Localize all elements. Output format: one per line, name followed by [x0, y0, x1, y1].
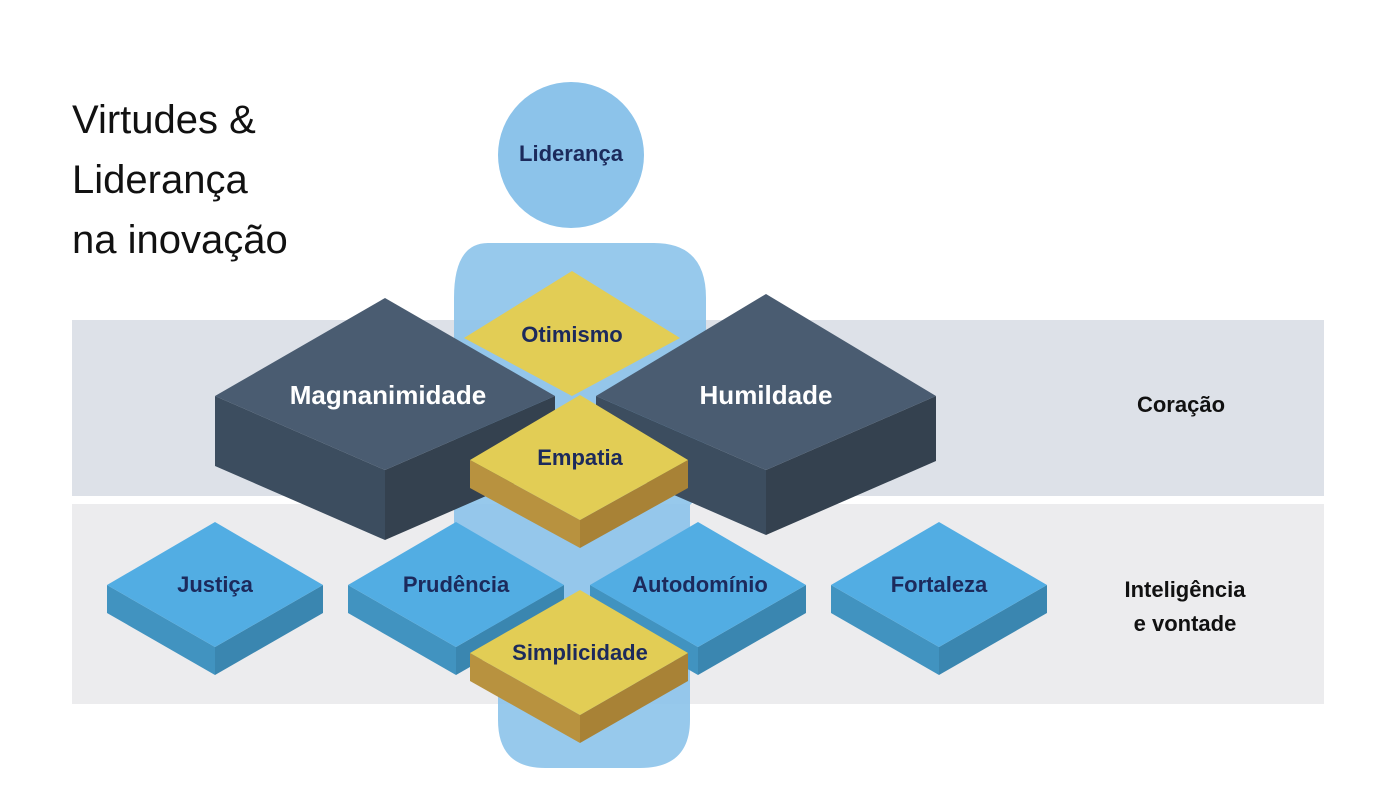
- tile-empatia-label: Empatia: [537, 445, 623, 470]
- tile-prudencia-label: Prudência: [403, 572, 510, 597]
- tile-fortaleza: Fortaleza: [831, 522, 1047, 675]
- tile-fortaleza-label: Fortaleza: [891, 572, 988, 597]
- tile-otimismo: Otimismo: [464, 271, 680, 396]
- tile-fortaleza-top: [831, 522, 1047, 647]
- tile-justica-right-face: [215, 585, 323, 675]
- tile-magnanimidade: Magnanimidade: [215, 298, 555, 540]
- tile-autodominio-top: [590, 522, 806, 647]
- tile-autodominio-label: Autodomínio: [632, 572, 768, 597]
- figure-head-label: Liderança: [519, 141, 624, 166]
- band-mind-label-line2: e vontade: [1134, 611, 1237, 636]
- tile-simplicidade-left-face: [470, 653, 580, 743]
- tile-humildade-top: [596, 294, 936, 470]
- band-heart-label: Coração: [1137, 392, 1225, 417]
- tile-justica-left-face: [107, 585, 215, 675]
- tile-otimismo-top: [464, 271, 680, 396]
- tile-fortaleza-left-face: [831, 585, 939, 675]
- tile-justica: Justiça: [107, 522, 323, 675]
- figure-head: [498, 82, 644, 228]
- tile-justica-top: [107, 522, 323, 647]
- tile-humildade-label: Humildade: [700, 380, 833, 410]
- page-title: Virtudes & Liderança na inovação: [72, 98, 288, 262]
- tile-autodominio-right-face: [698, 585, 806, 675]
- tile-otimismo-label: Otimismo: [521, 322, 622, 347]
- tile-simplicidade: Simplicidade: [470, 590, 688, 743]
- tile-empatia-left-face: [470, 460, 580, 548]
- tile-simplicidade-label: Simplicidade: [512, 640, 648, 665]
- tile-magnanimidade-label: Magnanimidade: [290, 380, 486, 410]
- tile-prudencia-top: [348, 522, 564, 647]
- band-mind-label-line1: Inteligência: [1124, 577, 1246, 602]
- tile-humildade-right-face: [766, 396, 936, 535]
- tile-empatia: Empatia: [470, 395, 688, 548]
- tile-magnanimidade-top: [215, 298, 555, 470]
- tile-empatia-top: [470, 395, 688, 520]
- tile-justica-label: Justiça: [177, 572, 254, 597]
- tile-simplicidade-top: [470, 590, 688, 715]
- tile-prudencia-left-face: [348, 585, 456, 675]
- tile-empatia-right-face: [580, 460, 688, 548]
- tile-simplicidade-right-face: [580, 653, 688, 743]
- tile-fortaleza-right-face: [939, 585, 1047, 675]
- tile-magnanimidade-left-face: [215, 396, 385, 540]
